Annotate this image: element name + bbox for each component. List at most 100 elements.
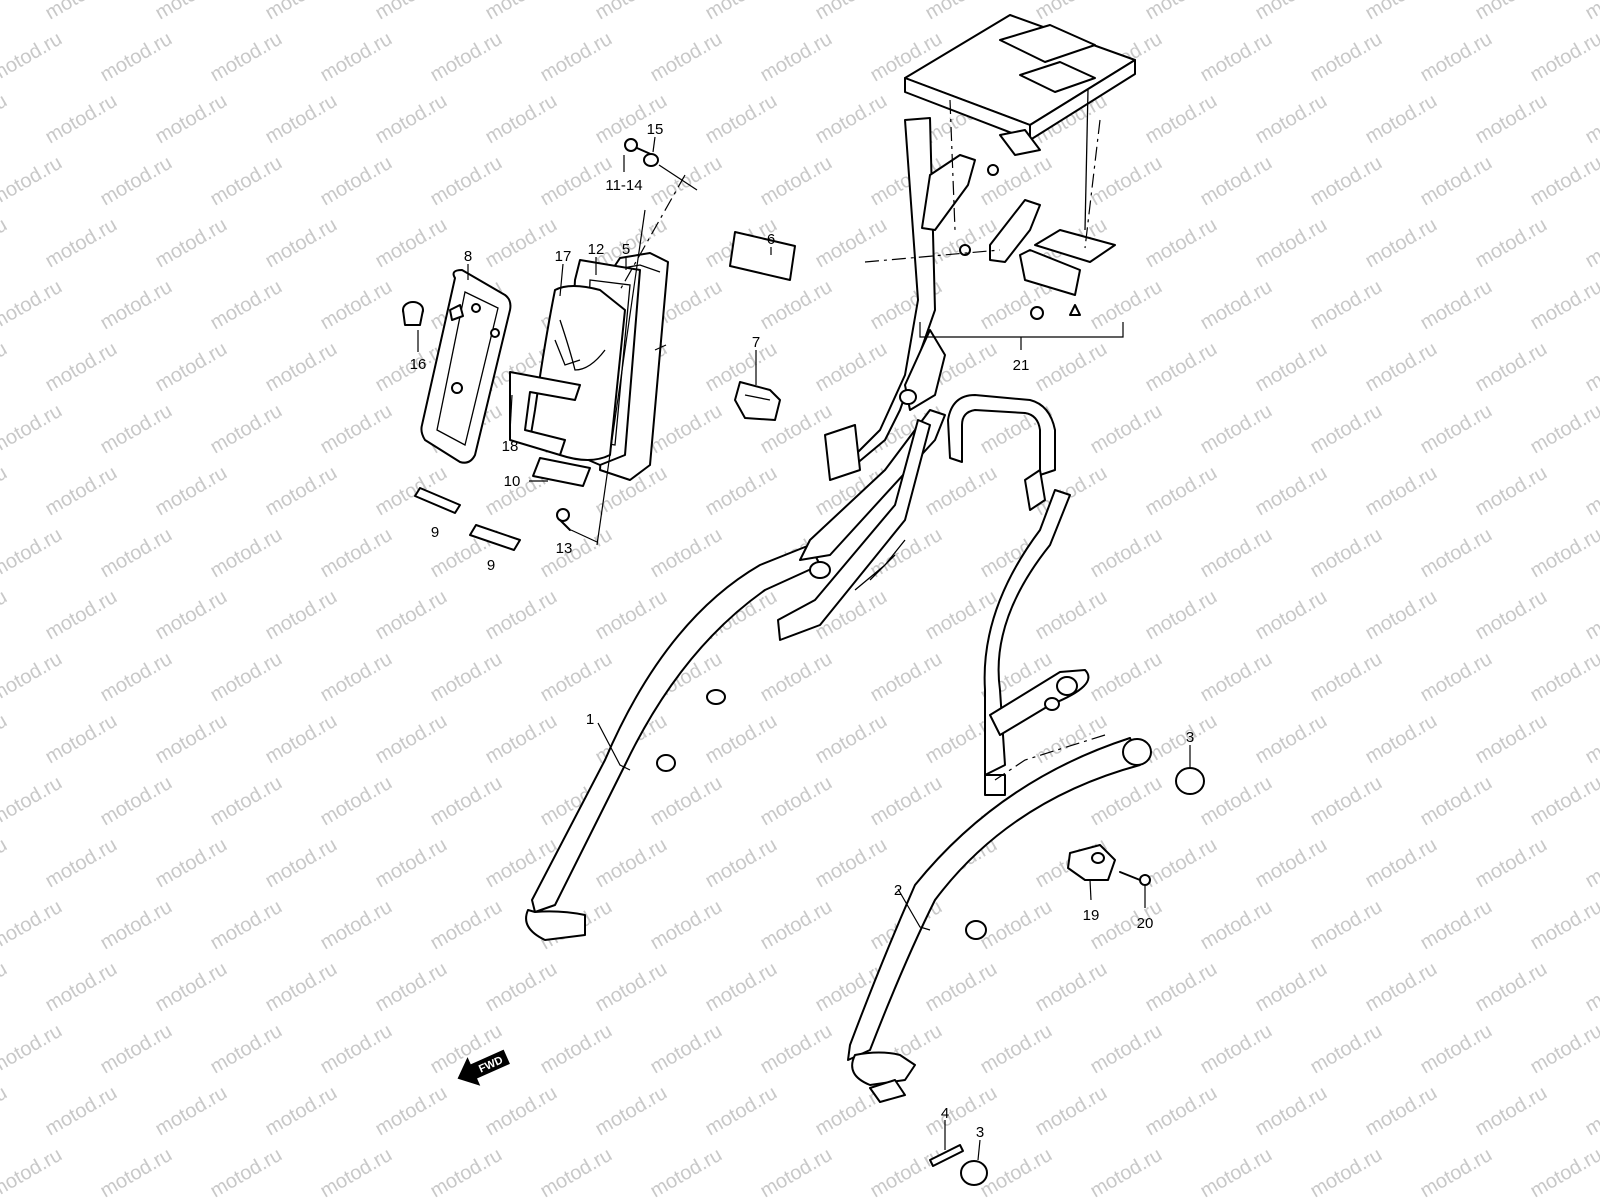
part-16-grommet[interactable] <box>402 301 424 326</box>
watermark-text: motod.ru <box>0 462 11 521</box>
watermark-text: motod.ru <box>42 214 121 273</box>
watermark-text: motod.ru <box>1472 462 1551 521</box>
part-20-screw[interactable] <box>1119 871 1151 886</box>
part-4-screw[interactable] <box>929 1144 964 1167</box>
watermark-text: motod.ru <box>812 338 891 397</box>
part-1-side-frame[interactable] <box>525 409 946 941</box>
watermark-text: motod.ru <box>262 710 341 769</box>
watermark-text: motod.ru <box>42 338 121 397</box>
rear-carrier-rack[interactable] <box>904 14 1136 156</box>
watermark-text: motod.ru <box>1417 152 1496 211</box>
callout-1: 1 <box>586 711 594 728</box>
watermark-text: motod.ru <box>317 276 396 335</box>
watermark-text: motod.ru <box>0 400 66 459</box>
watermark-text: motod.ru <box>42 0 121 24</box>
watermark-text: motod.ru <box>1362 462 1441 521</box>
watermark-text: motod.ru <box>537 152 616 211</box>
watermark-text: motod.ru <box>1087 400 1166 459</box>
watermark-text: motod.ru <box>1197 648 1276 707</box>
watermark-text: motod.ru <box>1362 0 1441 24</box>
watermark-text: motod.ru <box>702 710 781 769</box>
grab-handle[interactable] <box>947 394 1056 511</box>
watermark-text: motod.ru <box>482 0 561 24</box>
watermark-text: motod.ru <box>372 462 451 521</box>
watermark-text: motod.ru <box>0 772 66 831</box>
part-3-cap[interactable] <box>960 767 1205 1186</box>
watermark-text: motod.ru <box>372 834 451 893</box>
watermark-text: motod.ru <box>1252 90 1331 149</box>
watermark-text: motod.ru <box>1472 90 1551 149</box>
watermark-text: motod.ru <box>1362 834 1441 893</box>
part-10-pad[interactable] <box>532 457 591 487</box>
watermark-text: motod.ru <box>1362 586 1441 645</box>
watermark-text: motod.ru <box>1197 896 1276 955</box>
watermark-text: motod.ru <box>757 772 836 831</box>
watermark-text: motod.ru <box>1087 276 1166 335</box>
watermark-text: motod.ru <box>1362 710 1441 769</box>
callout-9: 9 <box>431 524 439 541</box>
watermark-text: motod.ru <box>42 710 121 769</box>
callout-8: 8 <box>464 248 472 265</box>
watermark-text: motod.ru <box>1032 958 1111 1017</box>
watermark-text: motod.ru <box>977 1144 1056 1200</box>
watermark-text: motod.ru <box>1307 524 1386 583</box>
part-9-pad[interactable] <box>414 487 521 551</box>
part-8-lamp-base-plate[interactable] <box>420 269 512 464</box>
part-13-screw[interactable] <box>556 508 571 531</box>
watermark-text: motod.ru <box>1087 1020 1166 1079</box>
watermark-text: motod.ru <box>702 834 781 893</box>
part-17-lamp-lens[interactable] <box>529 285 626 461</box>
watermark-text: motod.ru <box>1582 90 1600 149</box>
watermark-text: motod.ru <box>1252 834 1331 893</box>
watermark-text: motod.ru <box>812 214 891 273</box>
watermark-text: motod.ru <box>262 90 341 149</box>
watermark-text: motod.ru <box>1142 586 1221 645</box>
watermark-text: motod.ru <box>922 958 1001 1017</box>
part-18-lamp-bracket[interactable] <box>509 371 581 456</box>
watermark-text: motod.ru <box>1472 338 1551 397</box>
watermark-text: motod.ru <box>1252 958 1331 1017</box>
watermark-text: motod.ru <box>97 1144 176 1200</box>
rack-stay-left[interactable] <box>824 117 946 481</box>
part-6-reflector[interactable] <box>729 231 796 281</box>
watermark-text: motod.ru <box>647 1020 726 1079</box>
watermark-text: motod.ru <box>207 648 286 707</box>
watermark-text: motod.ru <box>1307 28 1386 87</box>
watermark-text: motod.ru <box>1527 524 1600 583</box>
part-7-plate[interactable] <box>734 381 781 421</box>
watermark-text: motod.ru <box>1087 648 1166 707</box>
part-11-14-bolt[interactable] <box>624 138 656 157</box>
callout-2: 2 <box>894 882 902 899</box>
watermark-text: motod.ru <box>427 896 506 955</box>
part-15-nut[interactable] <box>643 153 659 167</box>
watermark-text: motod.ru <box>482 958 561 1017</box>
watermark-text: motod.ru <box>0 1144 66 1200</box>
watermark-text: motod.ru <box>42 90 121 149</box>
watermark-text: motod.ru <box>0 0 11 24</box>
watermark-text: motod.ru <box>207 1020 286 1079</box>
watermark-text: motod.ru <box>152 834 231 893</box>
watermark-text: motod.ru <box>757 648 836 707</box>
watermark-text: motod.ru <box>262 834 341 893</box>
part-2-side-frame[interactable] <box>847 489 1152 1103</box>
part-19-clamp[interactable] <box>1067 844 1116 881</box>
watermark-text: motod.ru <box>97 400 176 459</box>
watermark-text: motod.ru <box>1252 1082 1331 1141</box>
watermark-text: motod.ru <box>262 214 341 273</box>
rack-brackets[interactable] <box>921 154 1116 320</box>
watermark-text: motod.ru <box>372 586 451 645</box>
watermark-text: motod.ru <box>1582 834 1600 893</box>
watermark-text: motod.ru <box>1527 276 1600 335</box>
watermark-text: motod.ru <box>537 648 616 707</box>
callout-19: 19 <box>1083 907 1100 924</box>
watermark-text: motod.ru <box>262 958 341 1017</box>
watermark-text: motod.ru <box>97 648 176 707</box>
watermark-text: motod.ru <box>1252 462 1331 521</box>
watermark-text: motod.ru <box>97 276 176 335</box>
watermark-text: motod.ru <box>1142 462 1221 521</box>
watermark-text: motod.ru <box>1472 1082 1551 1141</box>
watermark-text: motod.ru <box>0 524 66 583</box>
watermark-text: motod.ru <box>1417 772 1496 831</box>
watermark-text: motod.ru <box>97 772 176 831</box>
